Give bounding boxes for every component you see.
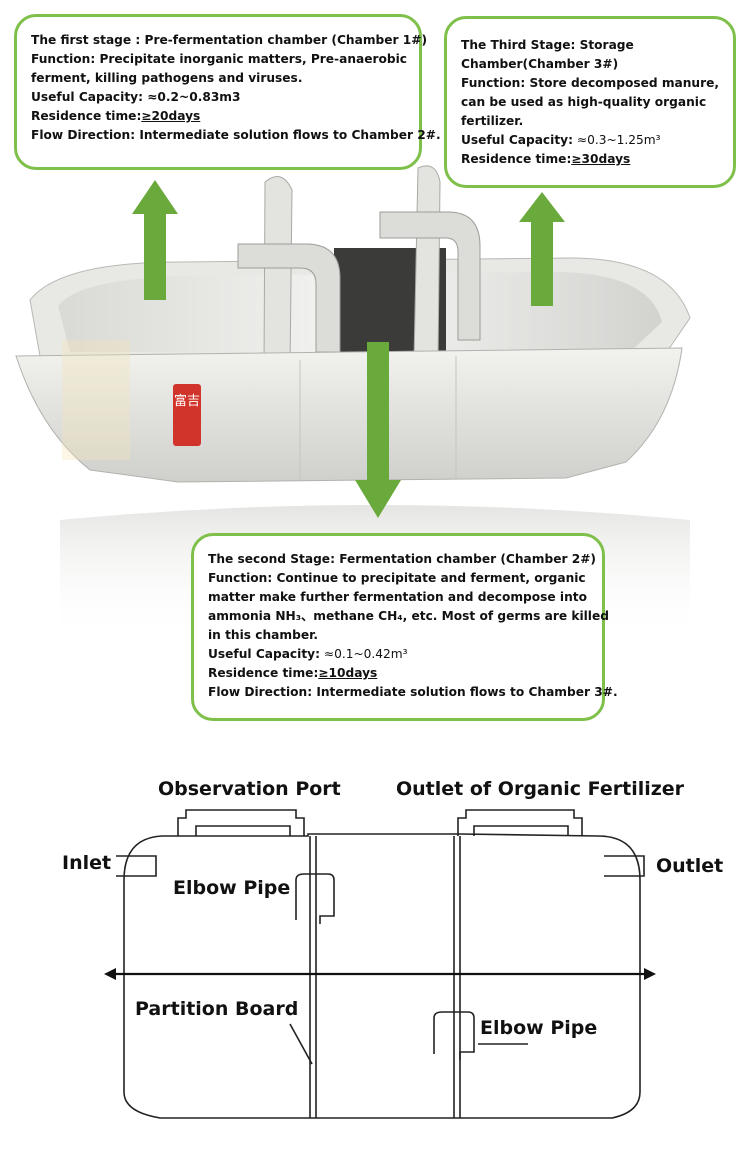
outlet-pipe xyxy=(604,855,645,877)
stage3-residence-label: Residence time: xyxy=(461,152,572,166)
stage2-capacity-value: ≈0.1~0.42m³ xyxy=(319,647,408,661)
stage1-callout: The first stage : Pre-fermentation chamb… xyxy=(14,14,441,170)
stage2-callout: The second Stage: Fermentation chamber (… xyxy=(191,533,618,721)
stage2-function-line1: Function: Continue to precipitate and fe… xyxy=(208,571,586,585)
stage3-function-line2: can be used as high-quality organic xyxy=(461,95,707,109)
stage3-function-line3: fertilizer. xyxy=(461,114,524,128)
arrow-up-stage3 xyxy=(519,192,565,306)
stage2-flow: Flow Direction: Intermediate solution fl… xyxy=(208,685,618,699)
label-observation-port: Observation Port xyxy=(158,778,341,800)
stage3-title-line1: The Third Stage: Storage xyxy=(461,38,634,52)
diagram-elbow-pipe-2 xyxy=(433,1011,475,1060)
stage2-function-line2: matter make further fermentation and dec… xyxy=(208,590,587,604)
partition-board-2 xyxy=(413,165,441,366)
stage2-residence: Residence time:≥10days xyxy=(208,664,588,683)
stage1-function-line1: Function: Precipitate inorganic matters,… xyxy=(31,52,408,66)
stage1-capacity: Useful Capacity: ≈0.2~0.83m3 xyxy=(31,90,241,104)
label-partition-board: Partition Board xyxy=(135,998,299,1020)
label-outlet-fertilizer: Outlet of Organic Fertilizer xyxy=(396,778,685,800)
stage2-capacity-label: Useful Capacity: xyxy=(208,647,320,661)
tank-front xyxy=(15,347,683,483)
stage2-function-line4: in this chamber. xyxy=(208,628,318,642)
stage1-function-line2: ferment, killing pathogens and viruses. xyxy=(31,71,303,85)
label-inlet: Inlet xyxy=(62,852,112,874)
partition-board-1 xyxy=(263,176,293,373)
partition-board-leader xyxy=(289,1023,313,1065)
elbow-pipe-2 xyxy=(379,211,481,341)
stage2-title: The second Stage: Fermentation chamber (… xyxy=(208,552,596,566)
stage3-function-line1: Function: Store decomposed manure, xyxy=(461,76,720,90)
stage2-function-line3: ammonia NH₃、methane CH₄, etc. Most of ge… xyxy=(208,609,609,623)
center-axis-right-arrow xyxy=(644,968,656,980)
observation-port xyxy=(177,809,305,836)
stage1-residence: Residence time:≥20days xyxy=(31,107,405,126)
stage2-residence-label: Residence time: xyxy=(208,666,319,680)
brand-seal: 富吉 xyxy=(173,384,201,446)
stage2-residence-value: ≥10days xyxy=(318,666,378,680)
stage1-residence-value: ≥20days xyxy=(141,109,201,123)
stage1-title: The first stage : Pre-fermentation chamb… xyxy=(31,33,428,47)
arrow-up-stage1 xyxy=(132,180,178,300)
diagram-elbow-pipe-1 xyxy=(295,873,335,924)
arrow-down-stage2 xyxy=(355,342,401,518)
label-elbow-pipe-2: Elbow Pipe xyxy=(480,1017,598,1039)
stage3-callout: The Third Stage: Storage Chamber(Chamber… xyxy=(444,16,736,188)
inlet-pipe xyxy=(116,855,157,877)
stage3-title-line2: Chamber(Chamber 3#) xyxy=(461,57,619,71)
label-outlet: Outlet xyxy=(656,855,724,877)
stage3-capacity-label: Useful Capacity: xyxy=(461,133,573,147)
stage1-flow: Flow Direction: Intermediate solution fl… xyxy=(31,128,441,142)
stage2-capacity: Useful Capacity: ≈0.1~0.42m³ xyxy=(208,645,588,664)
stage3-residence: Residence time:≥30days xyxy=(461,150,719,169)
stage3-capacity: Useful Capacity: ≈0.3~1.25m³ xyxy=(461,131,719,150)
stage1-residence-label: Residence time: xyxy=(31,109,142,123)
center-axis-left-arrow xyxy=(104,968,116,980)
fertilizer-outlet-port xyxy=(457,809,583,836)
stage3-residence-value: ≥30days xyxy=(571,152,631,166)
stage3-capacity-value: ≈0.3~1.25m³ xyxy=(572,133,661,147)
label-elbow-pipe-1: Elbow Pipe xyxy=(173,877,291,899)
